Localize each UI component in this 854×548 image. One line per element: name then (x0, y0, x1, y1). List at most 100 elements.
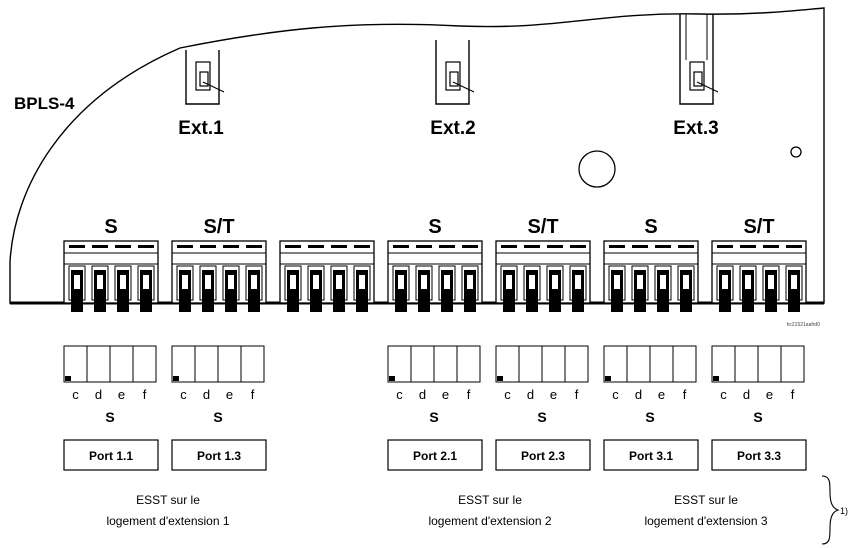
port-label: Port 2.1 (413, 449, 457, 463)
port-box (387, 439, 483, 471)
port-box (63, 439, 159, 471)
switch-cell (649, 345, 674, 383)
caption-3-line1: ESST sur le (674, 493, 738, 507)
dip-switch (762, 245, 780, 312)
port-label: Port 2.3 (521, 449, 565, 463)
switch-letter: d (743, 387, 750, 402)
caption-2-line1: ESST sur le (458, 493, 522, 507)
dip-switch (137, 245, 155, 312)
dip-switch (631, 245, 649, 312)
footnote-marker: 1) (840, 506, 848, 516)
dip-switch (546, 245, 564, 312)
board-small-hole (790, 146, 802, 158)
caption-1-line2: logement d'extension 1 (106, 514, 229, 528)
board-outline (9, 7, 825, 304)
switch-group-label: S (537, 409, 546, 425)
switch-group-label: S (105, 409, 114, 425)
switch-letter: c (72, 387, 79, 402)
switch-letter: c (720, 387, 727, 402)
dip-block-label-1: S (104, 216, 117, 238)
dip-block-label-2: S/T (203, 216, 234, 238)
dip-switch (608, 245, 626, 312)
switch-letter: f (791, 387, 795, 402)
switch-cell (109, 345, 134, 383)
dip-switch (438, 245, 456, 312)
dip-switch (523, 245, 541, 312)
port-label: Port 1.1 (89, 449, 133, 463)
switch-letter: f (251, 387, 255, 402)
switch-cell (433, 345, 458, 383)
switch-cell (757, 345, 782, 383)
dip-block-6 (603, 240, 699, 312)
caption-bracket (821, 475, 840, 545)
switch-active-marker (173, 376, 179, 381)
dip-switch (392, 245, 410, 312)
dip-switch (785, 245, 803, 312)
switch-cell (564, 345, 589, 383)
switch-group-label: S (429, 409, 438, 425)
extension-connector-3 (679, 14, 719, 105)
port-label: Port 3.1 (629, 449, 673, 463)
extension-label-3: Ext.3 (673, 118, 718, 139)
dip-switch (461, 245, 479, 312)
switch-group-6: c d e fS Port 3.3 (711, 345, 807, 471)
dip-switch (68, 245, 86, 312)
image-code: hc21521aafrd0 (787, 322, 821, 328)
switch-letter: f (683, 387, 687, 402)
dip-switch (677, 245, 695, 312)
switch-cell (456, 345, 481, 383)
switch-active-marker (389, 376, 395, 381)
switch-cell (626, 345, 651, 383)
switch-active-marker (605, 376, 611, 381)
port-box (171, 439, 267, 471)
switch-letter: d (419, 387, 426, 402)
switch-cell (194, 345, 219, 383)
dip-switch (222, 245, 240, 312)
switch-letter: e (658, 387, 665, 402)
dip-switch (739, 245, 757, 312)
switch-letter: e (766, 387, 773, 402)
switch-active-marker (65, 376, 71, 381)
dip-block-1 (63, 240, 159, 312)
board-large-hole (578, 150, 616, 188)
switch-group-label: S (753, 409, 762, 425)
switch-group-label: S (213, 409, 222, 425)
dip-block-5 (495, 240, 591, 312)
switch-cell (132, 345, 157, 383)
switch-letter: e (226, 387, 233, 402)
dip-block-label-7: S/T (743, 216, 774, 238)
extension-label-1: Ext.1 (178, 118, 224, 139)
dip-switch (284, 245, 302, 312)
dip-switch (199, 245, 217, 312)
switch-cell (86, 345, 111, 383)
dip-switch (114, 245, 132, 312)
switch-letter: e (442, 387, 449, 402)
switch-cell (217, 345, 242, 383)
switch-cell (410, 345, 435, 383)
caption-3-line2: logement d'extension 3 (644, 514, 767, 528)
switch-letter: d (527, 387, 534, 402)
port-box (495, 439, 591, 471)
switch-cell (780, 345, 805, 383)
caption-2-line2: logement d'extension 2 (428, 514, 551, 528)
switch-letter: e (118, 387, 125, 402)
switch-letter: c (180, 387, 187, 402)
caption-1-line1: ESST sur le (136, 493, 200, 507)
dip-switch (569, 245, 587, 312)
port-box (711, 439, 807, 471)
extension-label-2: Ext.2 (430, 118, 475, 139)
switch-letter: d (203, 387, 210, 402)
switch-letter: c (612, 387, 619, 402)
dip-block-label-4: S (428, 216, 441, 238)
dip-block-3 (279, 240, 375, 312)
port-label: Port 3.3 (737, 449, 781, 463)
dip-switch (176, 245, 194, 312)
dip-switch (716, 245, 734, 312)
dip-switch (330, 245, 348, 312)
switch-letter: e (550, 387, 557, 402)
